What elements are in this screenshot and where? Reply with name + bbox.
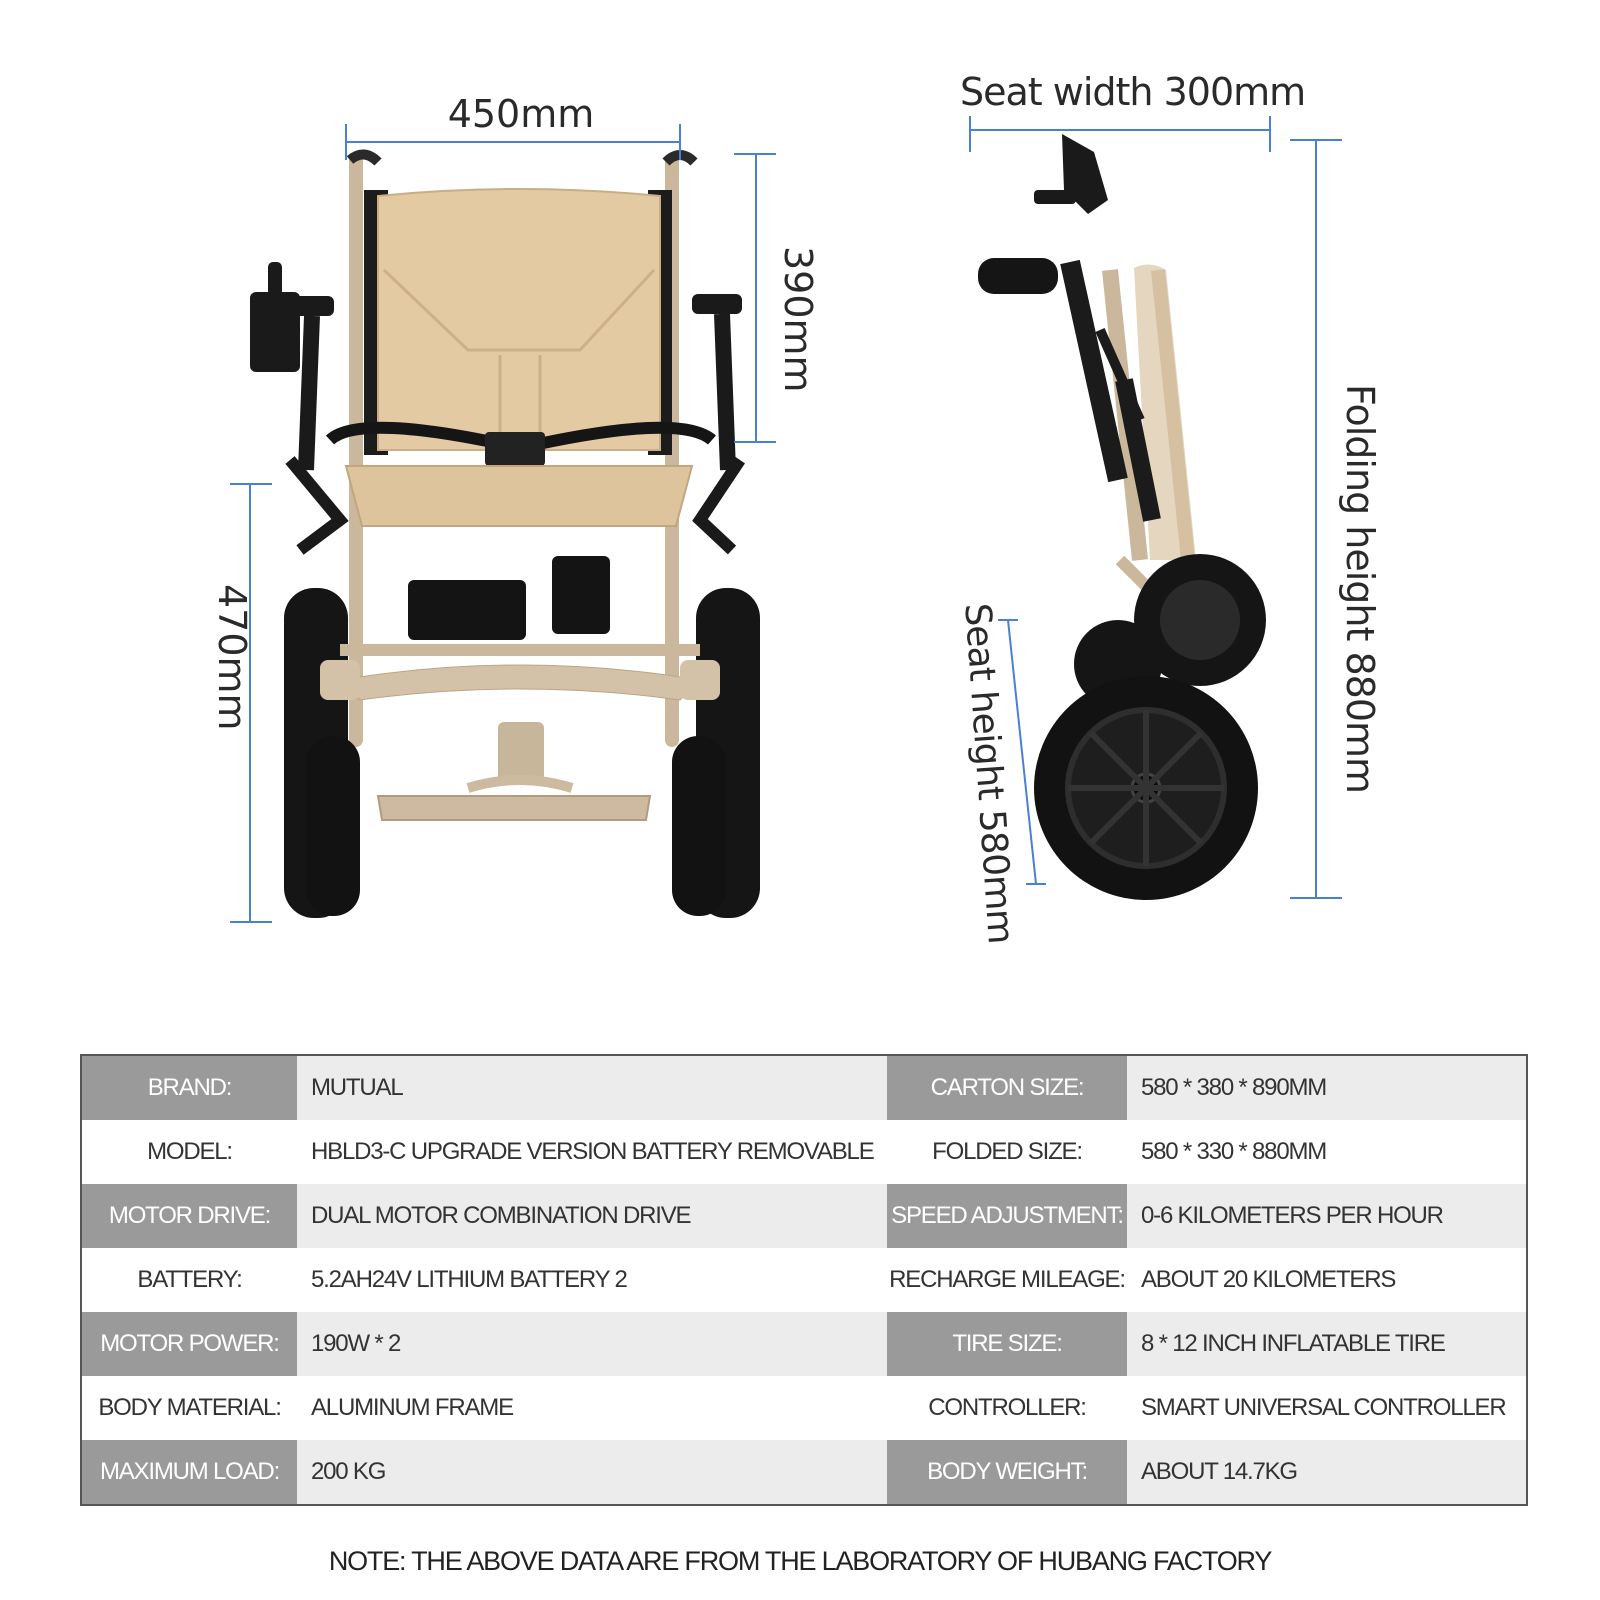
- spec-label: BATTERY:: [81, 1248, 297, 1312]
- dim-label-folding-height: Folding height 880mm: [1338, 384, 1382, 794]
- spec-label: CARTON SIZE:: [887, 1055, 1127, 1120]
- spec-label: CONTROLLER:: [887, 1376, 1127, 1440]
- spec-label: MOTOR POWER:: [81, 1312, 297, 1376]
- spec-value: ABOUT 14.7KG: [1127, 1440, 1527, 1505]
- spec-value: 5.2AH24V LITHIUM BATTERY 2: [297, 1248, 887, 1312]
- spec-label: RECHARGE MILEAGE:: [887, 1248, 1127, 1312]
- spec-value: 580 * 380 * 890MM: [1127, 1055, 1527, 1120]
- spec-value: SMART UNIVERSAL CONTROLLER: [1127, 1376, 1527, 1440]
- spec-row: MOTOR POWER: 190W * 2 TIRE SIZE: 8 * 12 …: [81, 1312, 1527, 1376]
- dimension-diagram: [230, 116, 1342, 923]
- spec-value: 8 * 12 INCH INFLATABLE TIRE: [1127, 1312, 1527, 1376]
- dim-label-seat-floor-height: 470mm: [210, 584, 254, 731]
- spec-row: MOTOR DRIVE: DUAL MOTOR COMBINATION DRIV…: [81, 1184, 1527, 1248]
- spec-value: 190W * 2: [297, 1312, 887, 1376]
- spec-value: 580 * 330 * 880MM: [1127, 1120, 1527, 1184]
- specifications-body: BRAND: MUTUAL CARTON SIZE: 580 * 380 * 8…: [81, 1055, 1527, 1505]
- spec-value: ABOUT 20 KILOMETERS: [1127, 1248, 1527, 1312]
- spec-value: ALUMINUM FRAME: [297, 1376, 887, 1440]
- spec-value: MUTUAL: [297, 1055, 887, 1120]
- spec-value: DUAL MOTOR COMBINATION DRIVE: [297, 1184, 887, 1248]
- spec-value: 200 KG: [297, 1440, 887, 1505]
- spec-label: SPEED ADJUSTMENT:: [887, 1184, 1127, 1248]
- dim-label-front-width: 450mm: [447, 92, 595, 136]
- footnote: NOTE: THE ABOVE DATA ARE FROM THE LABORA…: [328, 1546, 1273, 1576]
- spec-label: MOTOR DRIVE:: [81, 1184, 297, 1248]
- spec-label: TIRE SIZE:: [887, 1312, 1127, 1376]
- spec-row: MODEL: HBLD3-C UPGRADE VERSION BATTERY R…: [81, 1120, 1527, 1184]
- front-view-wheelchair: [250, 149, 760, 918]
- spec-label: BODY WEIGHT:: [887, 1440, 1127, 1505]
- spec-label: FOLDED SIZE:: [887, 1120, 1127, 1184]
- spec-row: BRAND: MUTUAL CARTON SIZE: 580 * 380 * 8…: [81, 1055, 1527, 1120]
- spec-row: BODY MATERIAL: ALUMINUM FRAME CONTROLLER…: [81, 1376, 1527, 1440]
- dimension-lines: [230, 116, 1342, 923]
- spec-label: BRAND:: [81, 1055, 297, 1120]
- side-view-wheelchair: [978, 134, 1266, 900]
- spec-value: HBLD3-C UPGRADE VERSION BATTERY REMOVABL…: [297, 1120, 887, 1184]
- spec-label: BODY MATERIAL:: [81, 1376, 297, 1440]
- spec-label: MODEL:: [81, 1120, 297, 1184]
- spec-row: BATTERY: 5.2AH24V LITHIUM BATTERY 2 RECH…: [81, 1248, 1527, 1312]
- spec-row: MAXIMUM LOAD: 200 KG BODY WEIGHT: ABOUT …: [81, 1440, 1527, 1505]
- dim-label-seat-width: Seat width 300mm: [960, 70, 1306, 114]
- specifications-table: BRAND: MUTUAL CARTON SIZE: 580 * 380 * 8…: [80, 1054, 1528, 1506]
- spec-label: MAXIMUM LOAD:: [81, 1440, 297, 1505]
- dim-label-back-height: 390mm: [776, 246, 820, 393]
- spec-value: 0-6 KILOMETERS PER HOUR: [1127, 1184, 1527, 1248]
